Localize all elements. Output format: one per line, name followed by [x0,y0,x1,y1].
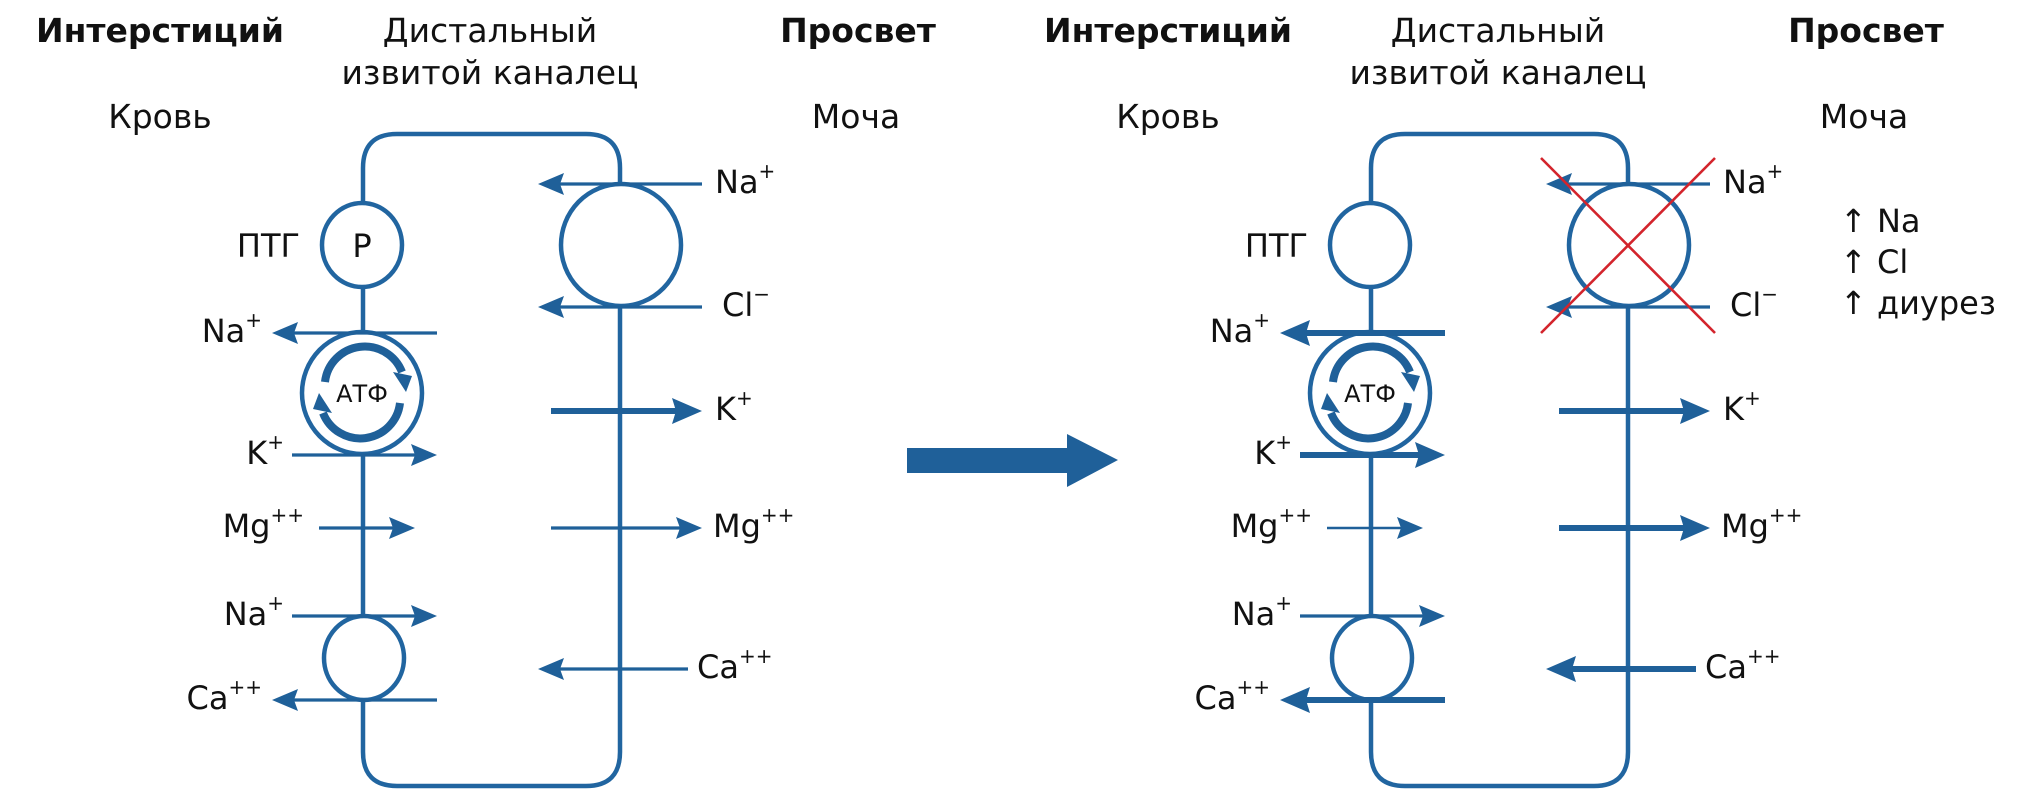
tubule-title-line1: Дистальный [383,11,597,50]
cell-membrane [1368,131,1631,789]
ion-label-na: Na+ [1210,308,1270,351]
effect-note: ↑ Na [1840,202,1921,240]
tubule-title-line2: извитой каналец [1349,53,1646,92]
arrow-right-icon [389,517,415,539]
na-k-atpase-pump: АТФ [299,329,425,457]
cycle-arrow-icon [321,342,406,383]
transition-arrow [907,434,1118,487]
arrow-right-icon [1397,517,1423,539]
arrow-left-icon [1280,687,1310,713]
blocked-cross-icon [1540,157,1716,334]
ion-label-mg: Mg++ [713,503,794,546]
blood-label: Кровь [108,97,211,136]
tubule-title-line2: извитой каналец [341,53,638,92]
right-arrow-icon [907,434,1118,487]
apical-flux-mg [1559,515,1710,541]
atp-label: АТФ [1344,380,1396,408]
ion-label-k: K+ [246,430,284,473]
ion-label-ca: Ca++ [1195,675,1270,718]
arrow-right-icon [411,444,437,466]
basolateral-flux-k [292,444,437,466]
basolateral-flux-na [1280,320,1445,346]
pth-receptor: P [319,200,405,290]
effect-note: ↑ диурез [1840,284,1996,322]
arrow-left-icon [1546,296,1572,318]
ion-label-ca: Ca++ [697,644,772,687]
ion-label-ca: Ca++ [187,675,262,718]
urine-label: Моча [812,97,900,136]
basolateral-flux-na [292,605,437,627]
arrow-left-icon [1280,320,1310,346]
ion-label-mg: Mg++ [223,503,304,546]
arrow-left-icon [1546,656,1576,682]
ion-label-k: K+ [1254,430,1292,473]
arrow-right-icon [411,605,437,627]
tubule-title-line1: Дистальный [1391,11,1605,50]
ion-label-k: K+ [1723,386,1761,429]
apical-flux-k [1559,398,1710,424]
apical-flux-cl [538,296,702,318]
ion-label-na: Na+ [224,591,284,634]
na-ca-exchanger [321,613,407,703]
arrow-left-icon [1546,173,1572,195]
urine-label: Моча [1820,97,1908,136]
arrow-right-icon [1419,605,1445,627]
basolateral-flux-na [1300,605,1445,627]
apical-flux-mg [551,517,702,539]
cycle-arrow-icon [319,402,404,443]
arrow-right-icon [1680,398,1710,424]
blood-label: Кровь [1116,97,1219,136]
apical-flux-ca [1546,656,1696,682]
arrow-left-icon [538,658,564,680]
apical-flux-ca [538,658,688,680]
interstitium-header: Интерстиций [1044,11,1292,50]
pth-label: ПТГ [1245,227,1308,265]
lumen-header: Просвет [1788,11,1944,50]
na-k-atpase-pump: АТФ [1307,329,1433,457]
ion-label-cl: Cl− [722,282,770,325]
ion-label-na: Na+ [715,159,775,202]
arrow-right-icon [1680,515,1710,541]
ion-label-cl: Cl− [1730,282,1778,325]
ion-label-k: K+ [715,386,753,429]
effect-note: ↑ Cl [1840,243,1908,281]
basolateral-flux-ca [272,689,437,711]
na-ca-exchanger [1329,613,1415,703]
receptor-symbol: P [352,227,371,265]
cycle-arrow-icon [1327,402,1412,443]
basolateral-flux-mg [1327,517,1423,539]
arrow-right-icon [672,398,702,424]
apical-flux-na [1546,173,1710,195]
basolateral-flux-ca [1280,687,1445,713]
arrow-left-icon [272,322,298,344]
ion-label-na: Na+ [1232,591,1292,634]
basolateral-flux-mg [319,517,415,539]
ion-label-ca: Ca++ [1705,644,1780,687]
arrow-right-icon [1415,442,1445,468]
ion-label-mg: Mg++ [1721,503,1802,546]
apical-flux-cl [1546,296,1710,318]
arrow-right-icon [676,517,702,539]
interstitium-header: Интерстиций [36,11,284,50]
ion-label-na: Na+ [202,308,262,351]
ion-label-mg: Mg++ [1231,503,1312,546]
pth-receptor [1327,200,1413,290]
basolateral-flux-k [1300,442,1445,468]
arrow-left-icon [272,689,298,711]
lumen-header: Просвет [780,11,936,50]
arrow-left-icon [538,296,564,318]
arrow-left-icon [538,173,564,195]
apical-flux-k [551,398,702,424]
apical-flux-na [538,173,702,195]
atp-label: АТФ [336,380,388,408]
pth-label: ПТГ [237,227,300,265]
cycle-arrow-icon [1329,342,1414,383]
ion-label-na: Na+ [1723,159,1783,202]
na-cl-cotransporter [558,181,684,309]
cell-membrane [360,131,623,789]
basolateral-flux-na [272,322,437,344]
